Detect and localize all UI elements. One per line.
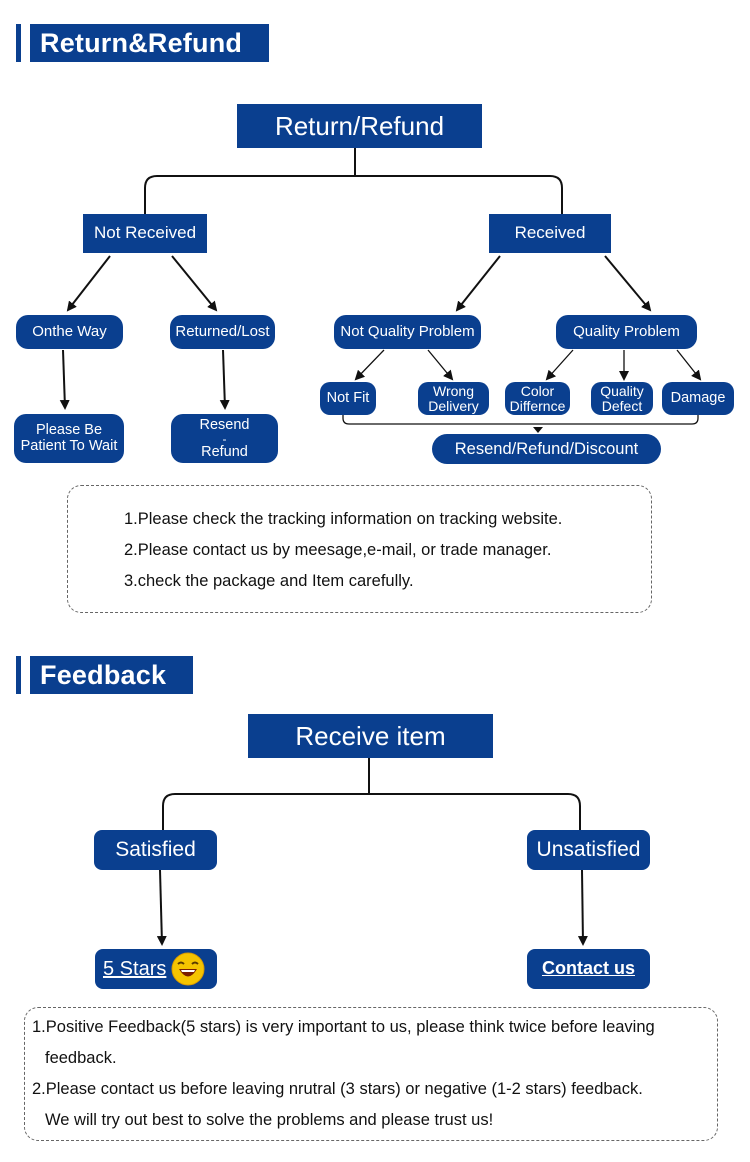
node-label: Returned/Lost — [175, 322, 270, 340]
node-label: Satisfied — [115, 838, 196, 862]
not-fit-node: Not Fit — [320, 382, 376, 415]
return-note-3: 3.check the package and Item carefully. — [124, 572, 414, 590]
feedback-note-1-cont: feedback. — [45, 1049, 117, 1067]
section-title-feedback: Feedback — [30, 656, 193, 694]
color-difference-node: Color Differnce — [505, 382, 570, 415]
node-label: Damage — [670, 389, 726, 406]
laughing-face-icon — [171, 952, 205, 986]
feedback-note-2: 2.Please contact us before leaving nrutr… — [32, 1080, 643, 1098]
section-accent-bar — [16, 24, 21, 62]
received-node: Received — [489, 214, 611, 253]
section-title-return-refund: Return&Refund — [30, 24, 269, 62]
node-label: Onthe Way — [32, 322, 107, 340]
section-accent-bar — [16, 656, 21, 694]
resend-refund-node: Resend - Refund — [171, 414, 278, 463]
unsatisfied-node: Unsatisfied — [527, 830, 650, 870]
node-label-line3: Refund — [201, 443, 248, 460]
return-notes-box: 1.Please check the tracking information … — [67, 485, 652, 613]
returned-lost-node: Returned/Lost — [170, 315, 275, 349]
on-the-way-node: Onthe Way — [16, 315, 123, 349]
feedback-note-1: 1.Positive Feedback(5 stars) is very imp… — [32, 1018, 655, 1036]
node-label-line1: Color — [520, 382, 555, 399]
node-label-line2: - — [222, 431, 227, 446]
node-label: Not Received — [93, 223, 197, 243]
quality-defect-node: Quality Defect — [591, 382, 653, 415]
feedback-notes-box: 1.Positive Feedback(5 stars) is very imp… — [24, 1007, 718, 1141]
feedback-note-2-cont: We will try out best to solve the proble… — [45, 1111, 494, 1129]
node-label-line2: Defect — [601, 397, 643, 414]
node-label-line1: Quality — [600, 382, 644, 399]
five-stars-button[interactable]: 5 Stars — [95, 949, 217, 989]
node-label-line1: Resend — [199, 417, 250, 433]
node-label: Quality Problem — [573, 322, 680, 340]
contact-us-button[interactable]: Contact us — [527, 949, 650, 989]
damage-node: Damage — [662, 382, 734, 415]
return-note-1: 1.Please check the tracking information … — [124, 510, 563, 528]
receive-item-node: Receive item — [248, 714, 493, 758]
node-label-line1: Wrong — [433, 382, 474, 399]
node-label-line2: Patient To Wait — [20, 437, 118, 454]
node-label: Return/Refund — [274, 110, 445, 141]
please-be-patient-node: Please Be Patient To Wait — [14, 414, 124, 463]
five-stars-label[interactable]: 5 Stars — [103, 958, 167, 980]
satisfied-node: Satisfied — [94, 830, 217, 870]
resend-refund-discount-node: Resend/Refund/Discount — [432, 434, 661, 464]
quality-problem-node: Quality Problem — [556, 315, 697, 349]
node-label: Receive item — [295, 720, 446, 751]
not-quality-problem-node: Not Quality Problem — [334, 315, 481, 349]
section-title-text: Return&Refund — [40, 27, 243, 58]
section-title-text: Feedback — [40, 659, 167, 690]
node-label: Received — [514, 223, 586, 243]
return-refund-root-node: Return/Refund — [237, 104, 482, 148]
node-label: Resend/Refund/Discount — [454, 439, 639, 458]
node-label-line2: Differnce — [509, 397, 566, 414]
node-label-line2: Delivery — [428, 397, 479, 414]
not-received-node: Not Received — [83, 214, 207, 253]
wrong-delivery-node: Wrong Delivery — [418, 382, 489, 415]
node-label: Not Fit — [326, 389, 370, 406]
return-note-2: 2.Please contact us by meesage,e-mail, o… — [124, 541, 552, 559]
node-label: Not Quality Problem — [340, 322, 475, 340]
node-label: Unsatisfied — [536, 838, 641, 862]
contact-us-label[interactable]: Contact us — [541, 958, 635, 979]
node-label-line1: Please Be — [35, 421, 103, 438]
